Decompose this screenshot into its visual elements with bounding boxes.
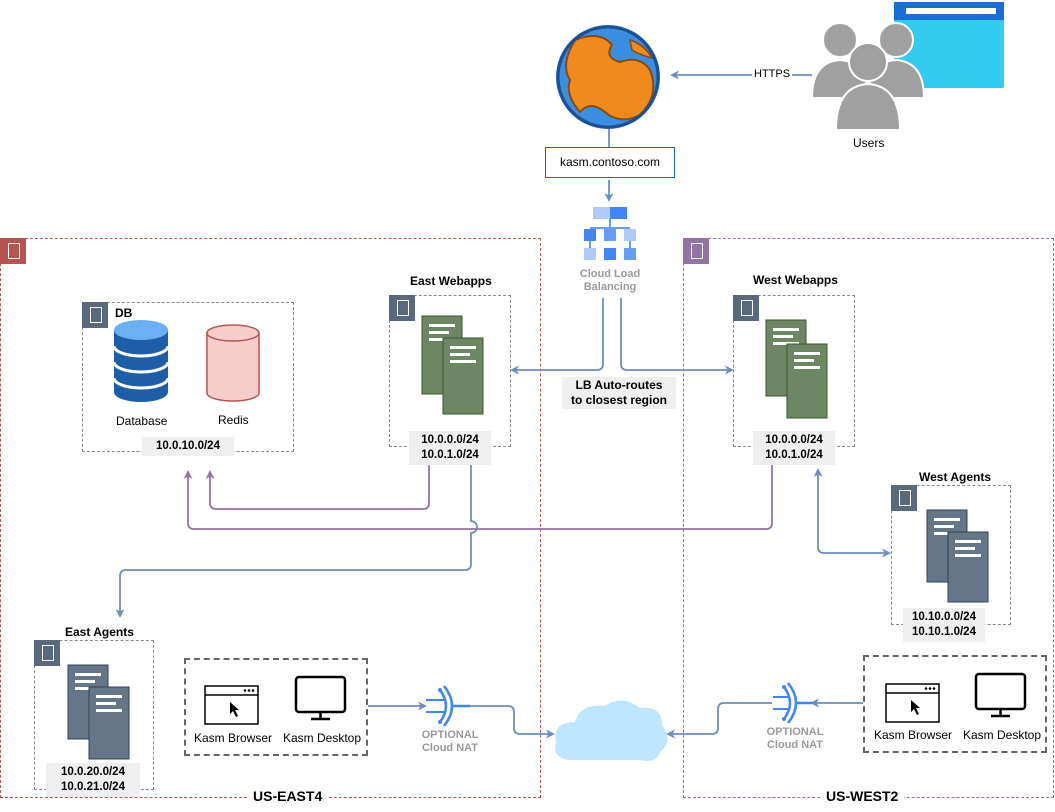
- west-webapps-server-icon: [765, 319, 828, 419]
- region-east-icon: [0, 238, 26, 264]
- west-nat-label-line2: Cloud NAT: [766, 739, 823, 751]
- east-webapps-cidr-2: 10.0.1.0/24: [421, 449, 479, 461]
- west-client-group: [863, 655, 1047, 753]
- west-nat-icon: [773, 682, 812, 724]
- west-kasm-desktop-label: Kasm Desktop: [963, 728, 1042, 742]
- lb-label-line1: Cloud Load: [579, 268, 641, 280]
- lb-label-line2: Balancing: [583, 281, 637, 293]
- west-desktop-icon: [974, 672, 1027, 718]
- dns-hostname: kasm.contoso.com: [559, 155, 661, 169]
- db-title: DB: [115, 306, 133, 320]
- east-agents-server-icon: [67, 664, 130, 760]
- users-icon: [810, 2, 1004, 131]
- east-webapps-subnet-icon: [389, 295, 415, 321]
- lb-to-west-line: [620, 298, 734, 375]
- redis-label: Redis: [218, 413, 249, 427]
- west-kasm-browser-label: Kasm Browser: [874, 728, 953, 742]
- east-agents-subnet-icon: [34, 640, 60, 666]
- east-agents-cidr-1: 10.0.20.0/24: [61, 766, 125, 778]
- lb-routing-note-line2: to closest region: [570, 393, 668, 407]
- east-agents-cidr: 10.0.20.0/24 10.0.21.0/24: [46, 763, 140, 797]
- lb-to-east-line: [510, 298, 604, 375]
- internet-cloud-icon: [555, 700, 668, 761]
- db-subnet-icon: [82, 302, 108, 328]
- west-agents-cidr-2: 10.10.1.0/24: [912, 626, 976, 638]
- lb-routing-note-line1: LB Auto-routes: [575, 378, 663, 392]
- west-webapps-title: West Webapps: [753, 273, 838, 287]
- east-webapps-server-icon: [421, 315, 484, 415]
- https-label: HTTPS: [752, 68, 793, 80]
- east-webapps-title: East Webapps: [410, 274, 492, 288]
- west-agents-cidr-1: 10.10.0.0/24: [912, 611, 976, 623]
- east-nat-label-line1: OPTIONAL: [421, 729, 479, 741]
- west-agents-cidr: 10.10.0.0/24 10.10.1.0/24: [903, 608, 985, 642]
- east-nat-label-line2: Cloud NAT: [421, 742, 478, 754]
- west-nat-label-line1: OPTIONAL: [766, 726, 824, 738]
- database-icon: [112, 320, 170, 402]
- dns-hostname-box: [545, 147, 675, 178]
- db-cidr: 10.0.10.0/24: [142, 437, 234, 456]
- region-west-label: US-WEST2: [820, 788, 905, 804]
- west-webapps-subnet-icon: [733, 295, 759, 321]
- users-label: Users: [853, 136, 885, 150]
- load-balancer-icon: [584, 207, 636, 260]
- region-west-icon: [683, 238, 709, 264]
- east-webapps-cidr-1: 10.0.0.0/24: [421, 434, 479, 446]
- globe-icon: [556, 25, 660, 129]
- east-kasm-desktop-label: Kasm Desktop: [283, 731, 362, 745]
- east-client-group: [184, 658, 368, 756]
- east-agents-title: East Agents: [65, 625, 134, 639]
- west-webapps-cidr-1: 10.0.0.0/24: [765, 434, 823, 446]
- east-nat-icon: [426, 685, 470, 727]
- lb-routing-note: LB Auto-routes to closest region: [562, 377, 676, 409]
- database-label: Database: [116, 414, 168, 428]
- west-agents-server-icon: [926, 509, 989, 603]
- east-desktop-icon: [294, 675, 347, 721]
- west-agents-subnet-icon: [891, 485, 917, 511]
- east-webapps-cidr: 10.0.0.0/24 10.0.1.0/24: [409, 431, 491, 465]
- west-webapps-cidr-2: 10.0.1.0/24: [765, 449, 823, 461]
- region-east-label: US-EAST4: [247, 788, 329, 804]
- redis-icon: [206, 324, 260, 402]
- east-browser-icon: [204, 685, 259, 725]
- east-kasm-browser-label: Kasm Browser: [194, 731, 273, 745]
- west-agents-title: West Agents: [919, 470, 992, 484]
- west-browser-icon: [885, 683, 940, 723]
- west-webapps-cidr: 10.0.0.0/24 10.0.1.0/24: [753, 431, 835, 465]
- east-agents-cidr-2: 10.0.21.0/24: [61, 781, 125, 793]
